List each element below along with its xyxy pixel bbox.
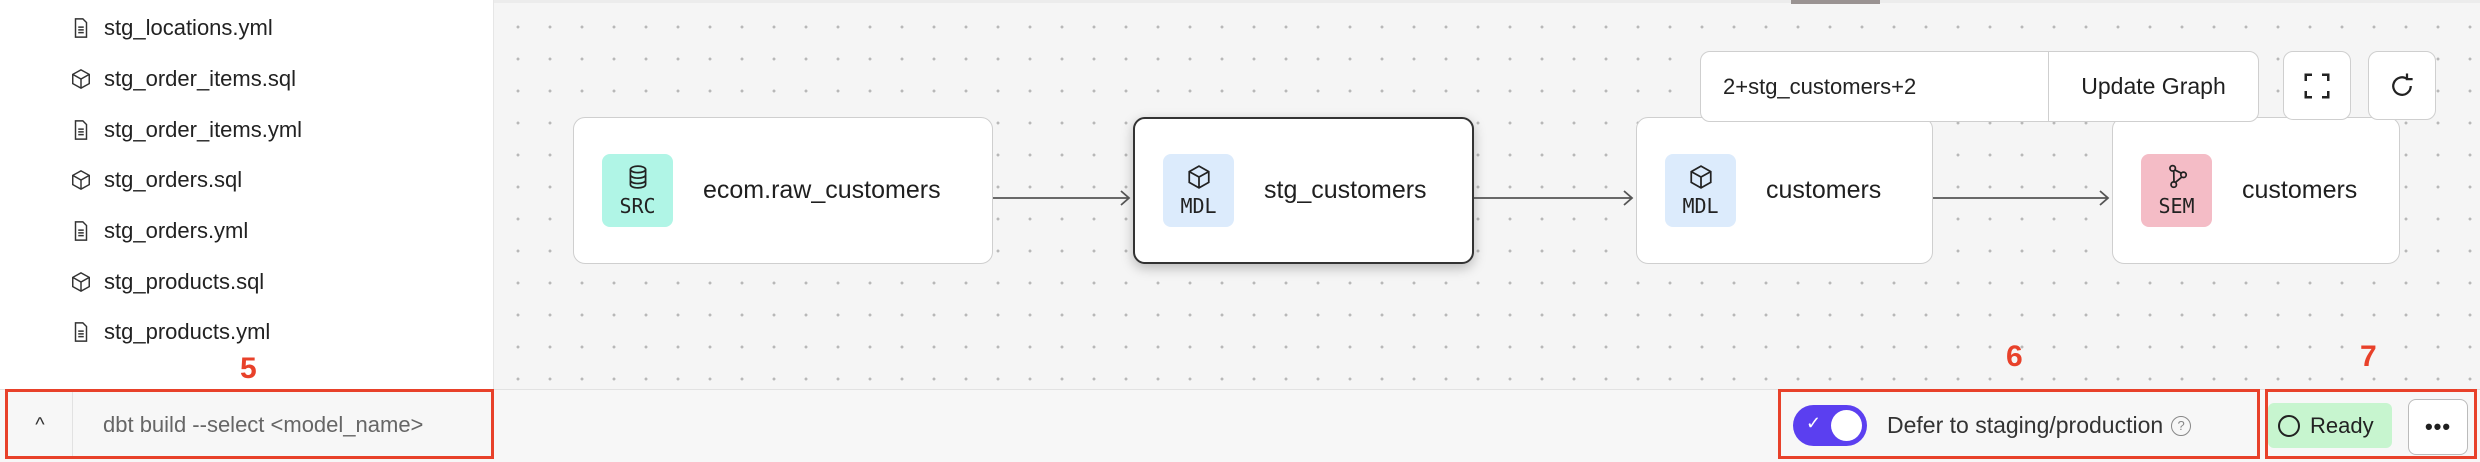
annotation-box-6 [1778, 389, 2260, 459]
node-type-badge: SEM [2141, 154, 2212, 227]
command-input[interactable]: dbt build --select <model_name> [103, 412, 424, 437]
file-name: stg_orders.yml [104, 218, 249, 243]
edge-arrow [1933, 190, 2110, 206]
fullscreen-icon [2304, 73, 2330, 98]
tab-indicator [1791, 0, 1880, 4]
graph-selector-group: Update Graph [1700, 51, 2259, 122]
status-circle-icon [2278, 414, 2300, 437]
edge-arrow [993, 190, 1131, 206]
badge-label: MDL [1180, 193, 1217, 218]
badge-label: MDL [1682, 193, 1719, 218]
defer-label: Defer to staging/production [1887, 412, 2164, 438]
chevron-up-icon: ^ [35, 413, 45, 436]
status-text: Ready [2310, 412, 2374, 438]
cube-icon [72, 68, 90, 90]
file-name: stg_orders.sql [104, 167, 243, 192]
bottom-bar [0, 389, 2480, 462]
status-badge: Ready [2268, 403, 2392, 448]
file-item[interactable]: stg_products.yml [70, 312, 270, 352]
lineage-node-semantic[interactable]: SEM customers [2112, 117, 2400, 264]
file-name: stg_order_items.sql [104, 66, 296, 91]
graph-selector-input[interactable] [1701, 52, 2048, 121]
file-name: stg_products.sql [104, 269, 265, 294]
node-label: stg_customers [1264, 176, 1427, 204]
file-icon [74, 120, 88, 140]
badge-label: SEM [2158, 193, 2195, 218]
defer-toggle[interactable]: ✓ [1793, 405, 1867, 446]
file-item[interactable]: stg_orders.sql [70, 160, 242, 200]
lineage-node-selected[interactable]: MDL stg_customers [1133, 117, 1474, 264]
file-name: stg_order_items.yml [104, 117, 303, 142]
refresh-button[interactable] [2368, 51, 2436, 120]
file-item[interactable]: stg_order_items.sql [70, 59, 296, 99]
refresh-icon [2392, 73, 2413, 96]
file-name: stg_locations.yml [104, 15, 273, 40]
help-icon[interactable]: ? [2171, 415, 2192, 436]
edge-arrow [1474, 190, 1634, 206]
node-label: ecom.raw_customers [703, 176, 941, 204]
cube-icon [1187, 164, 1210, 189]
node-label: customers [2242, 176, 2358, 204]
file-icon [74, 221, 88, 241]
annotation-label: 6 [2006, 340, 2023, 373]
update-graph-button[interactable]: Update Graph [2048, 52, 2258, 121]
node-type-badge: MDL [1665, 154, 1736, 227]
lineage-node-source[interactable]: SRC ecom.raw_customers [573, 117, 993, 264]
annotation-label: 7 [2360, 340, 2377, 373]
annotation-label: 5 [240, 352, 257, 385]
file-item[interactable]: stg_products.sql [70, 262, 264, 302]
cube-icon [1689, 164, 1712, 189]
node-label: customers [1766, 176, 1882, 204]
cube-icon [72, 271, 90, 293]
file-item[interactable]: stg_order_items.yml [70, 110, 302, 150]
file-item[interactable]: stg_orders.yml [70, 211, 248, 251]
file-icon [74, 322, 88, 342]
database-icon [629, 164, 646, 189]
toggle-knob [1831, 410, 1862, 441]
file-item[interactable]: stg_locations.yml [70, 8, 273, 48]
defer-label-group: Defer to staging/production? [1887, 405, 2192, 446]
file-explorer: stg_locations.yml stg_order_items.sql st… [0, 0, 494, 389]
check-icon: ✓ [1806, 413, 1822, 433]
node-type-badge: MDL [1163, 154, 1234, 227]
fullscreen-button[interactable] [2283, 51, 2351, 120]
cube-icon [72, 169, 90, 191]
semantic-graph-icon [2168, 164, 2187, 188]
badge-label: SRC [619, 193, 656, 218]
more-options-button[interactable]: ••• [2408, 399, 2468, 455]
file-name: stg_products.yml [104, 319, 271, 344]
node-type-badge: SRC [602, 154, 673, 227]
lineage-node-model[interactable]: MDL customers [1636, 117, 1933, 264]
annotation-box-5 [5, 389, 494, 459]
expand-console-button[interactable]: ^ [8, 392, 73, 458]
file-icon [74, 18, 88, 38]
annotation-box-7 [2265, 389, 2477, 459]
